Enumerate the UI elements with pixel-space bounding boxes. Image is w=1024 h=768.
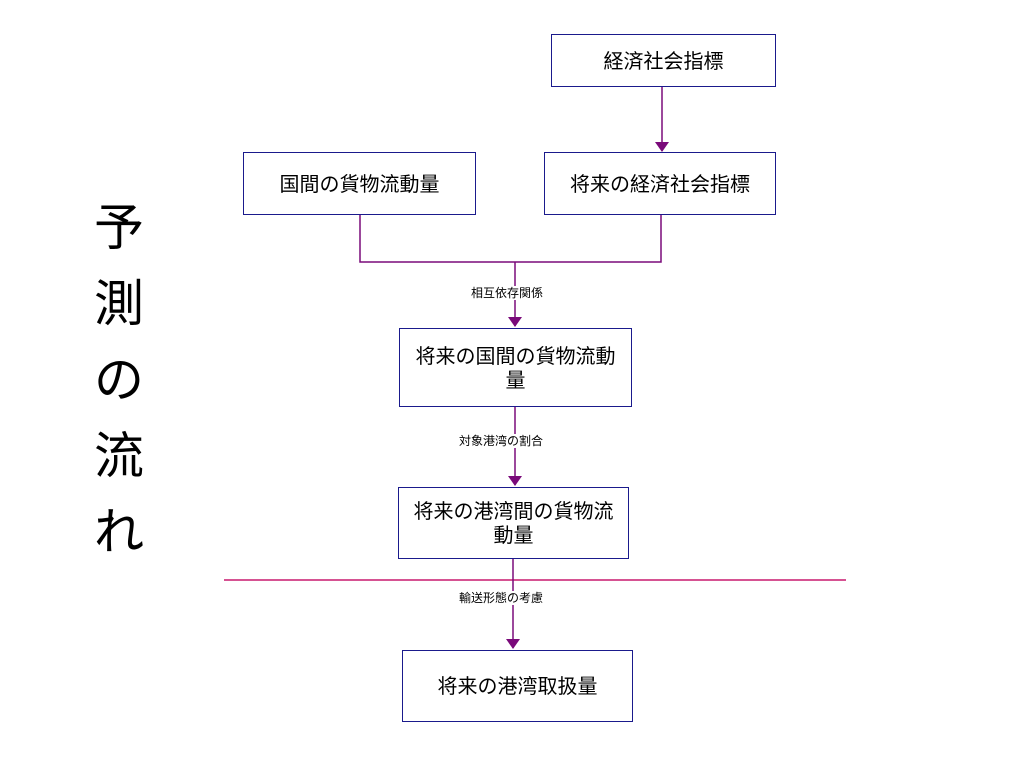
box-future-cargo-ports: 将来の港湾間の貨物流動量 bbox=[398, 487, 629, 559]
box-cargo-between-countries-label: 国間の貨物流動量 bbox=[279, 171, 440, 196]
label-target-port-share: 対象港湾の割合 bbox=[458, 434, 545, 448]
label-interdependence: 相互依存関係 bbox=[470, 286, 545, 300]
box-indicator-label: 経済社会指標 bbox=[603, 48, 724, 73]
box-future-indicator: 将来の経済社会指標 bbox=[544, 152, 776, 215]
label-transport-mode: 輸送形態の考慮 bbox=[458, 591, 545, 605]
box-future-port-handling: 将来の港湾取扱量 bbox=[402, 650, 633, 722]
box-future-cargo-ports-label: 将来の港湾間の貨物流動量 bbox=[413, 499, 614, 547]
title-char: 測 bbox=[94, 275, 144, 333]
box-future-indicator-label: 将来の経済社会指標 bbox=[570, 171, 750, 196]
title-char: 流 bbox=[94, 427, 144, 485]
title-char: の bbox=[94, 351, 144, 409]
title-char: れ bbox=[94, 503, 144, 561]
title-char: 予 bbox=[94, 199, 144, 257]
box-future-cargo-countries: 将来の国間の貨物流動量 bbox=[399, 328, 632, 407]
vertical-title: 予 測 の 流 れ bbox=[88, 190, 150, 570]
box-future-port-handling-label: 将来の港湾取扱量 bbox=[437, 674, 598, 698]
box-indicator: 経済社会指標 bbox=[551, 34, 776, 87]
merge-bracket bbox=[359, 215, 662, 263]
box-cargo-between-countries: 国間の貨物流動量 bbox=[243, 152, 476, 215]
box-future-cargo-countries-label: 将来の国間の貨物流動量 bbox=[415, 343, 616, 392]
